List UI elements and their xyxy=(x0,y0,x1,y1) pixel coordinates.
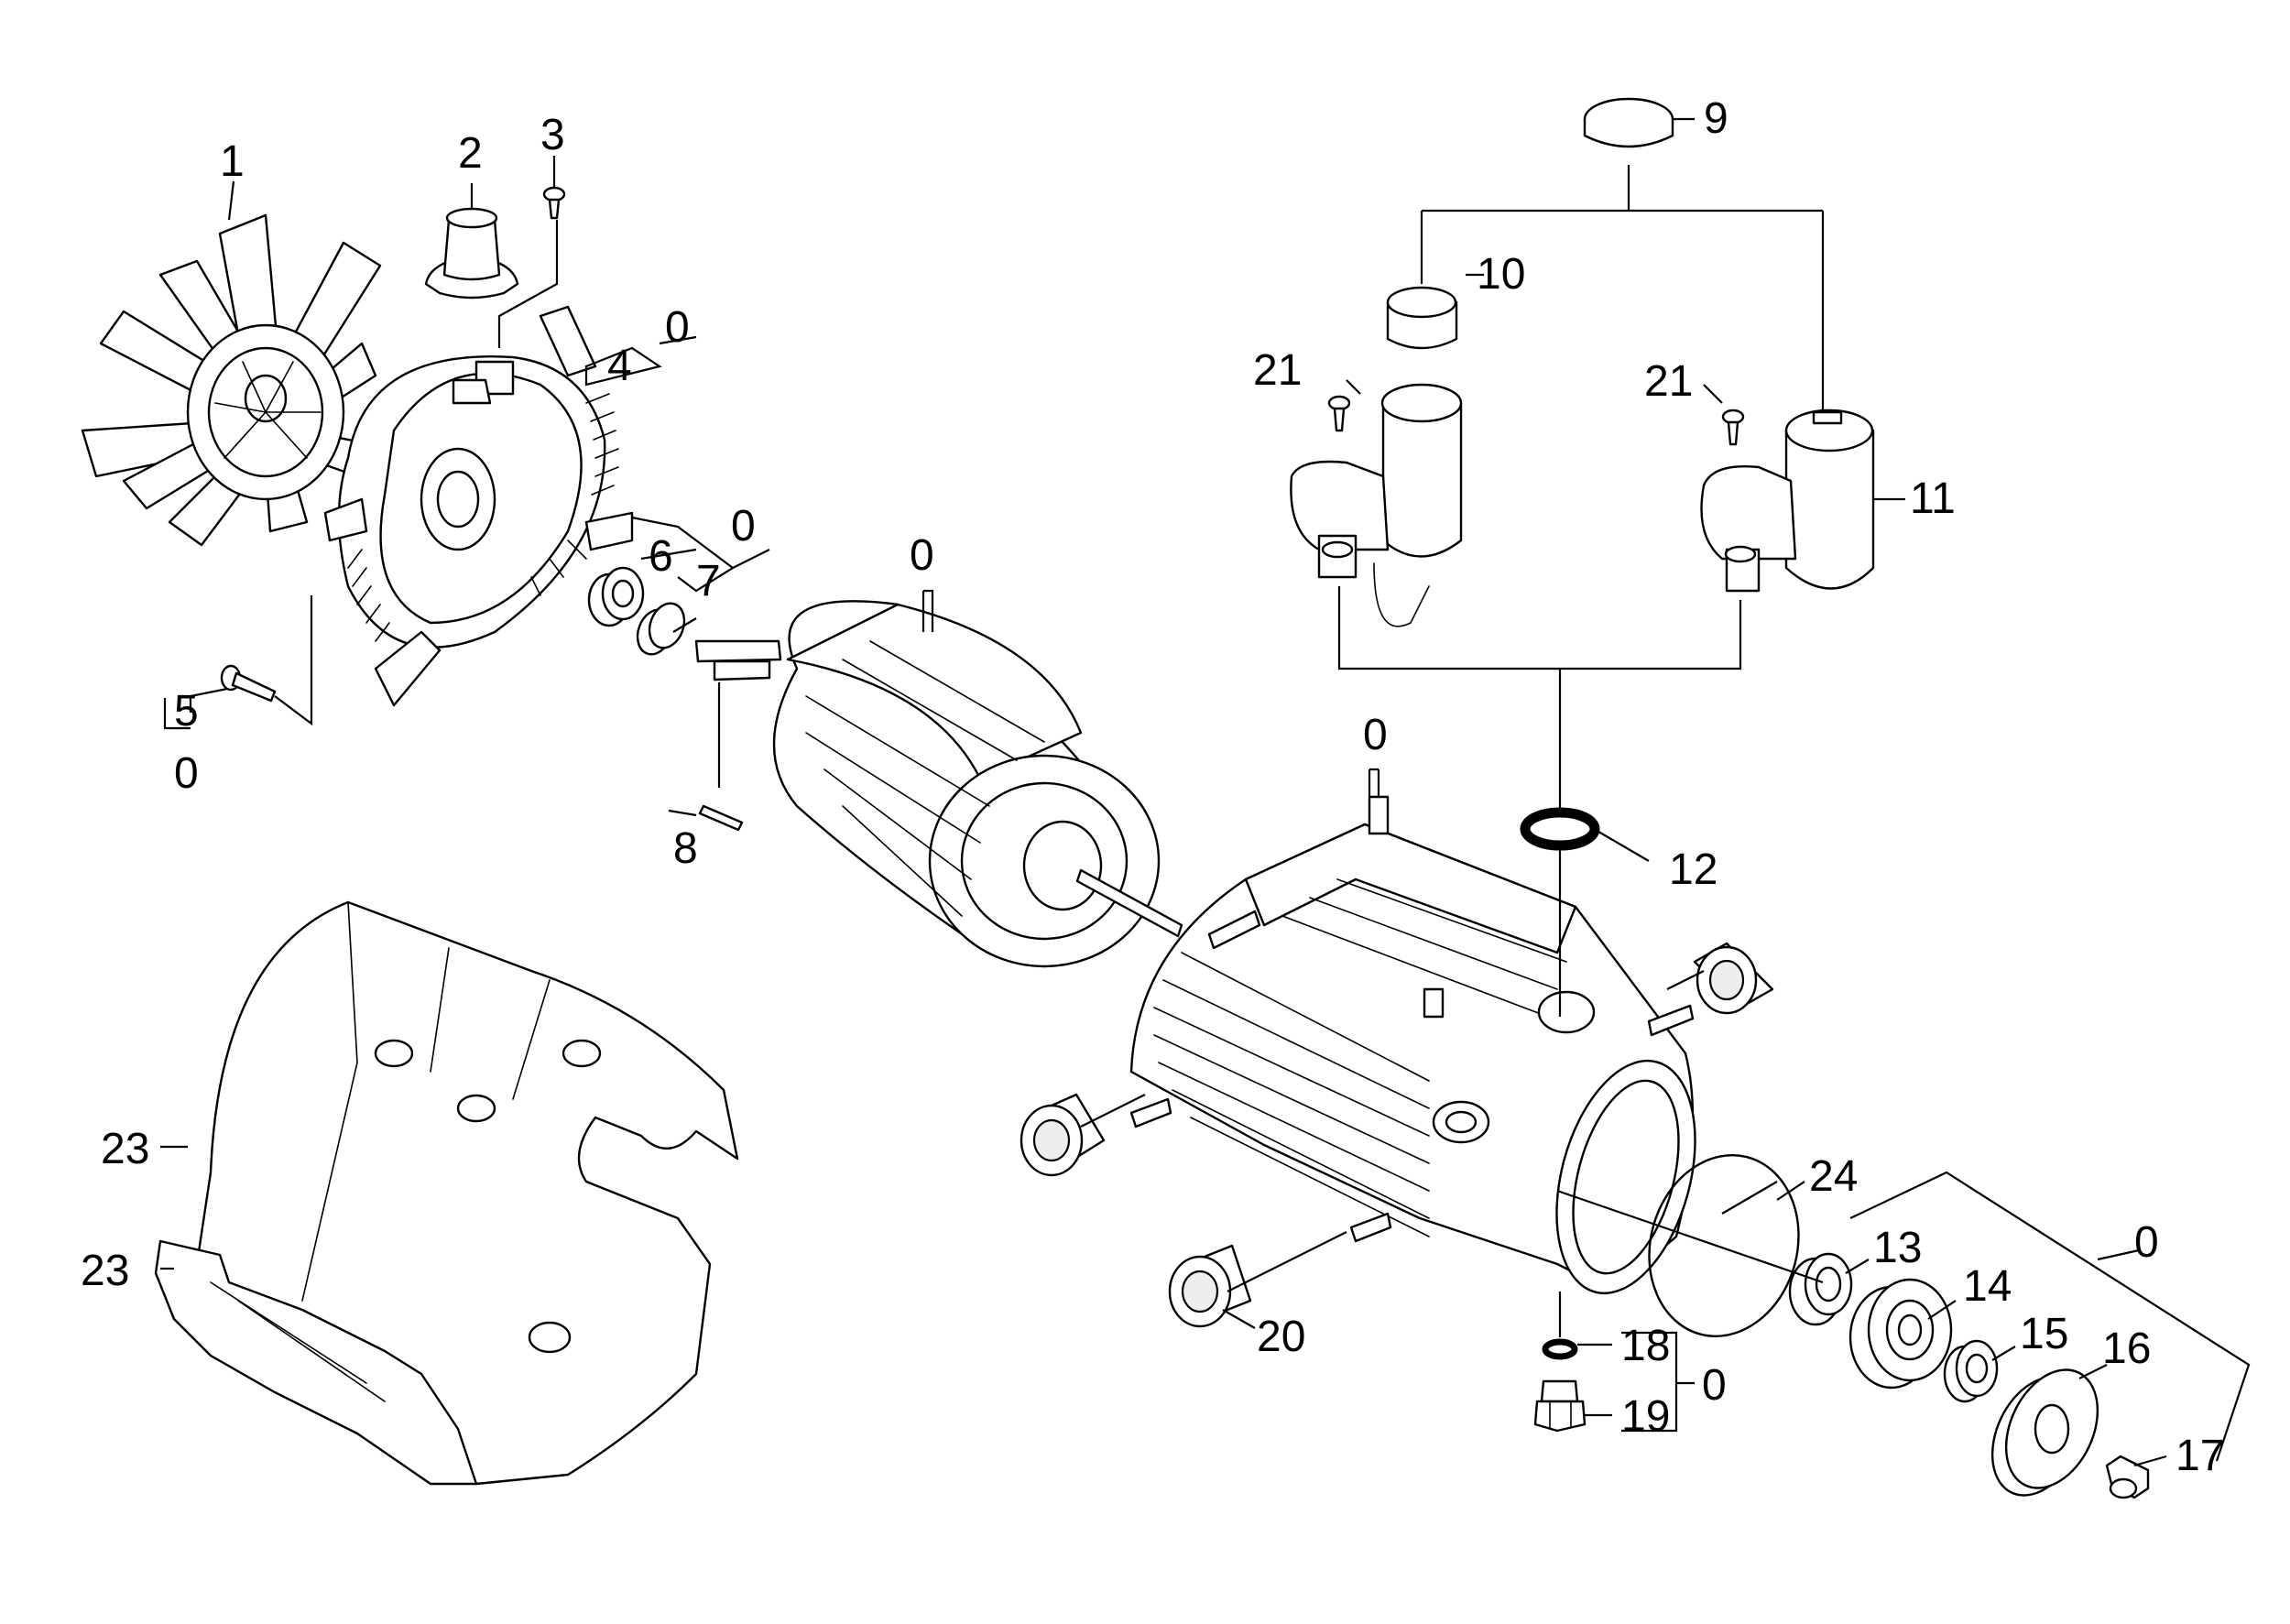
o-ring-part-12 xyxy=(1520,807,1600,851)
label-1: 1 xyxy=(220,137,245,186)
leader-lines xyxy=(160,117,2251,1467)
label-18: 18 xyxy=(1621,1322,1670,1370)
label-0-bearing: 0 xyxy=(2134,1218,2159,1267)
drain-plug-part-19 xyxy=(1533,1379,1587,1433)
o-ring-part-18 xyxy=(1542,1338,1578,1360)
flange-disc-part-16 xyxy=(1990,1368,2099,1497)
feather-key-part xyxy=(698,804,744,832)
gasket-part-24 xyxy=(1648,1154,1800,1337)
label-0-motor: 0 xyxy=(910,531,934,580)
ball-bearing-part-6 xyxy=(587,566,645,627)
label-4: 4 xyxy=(607,342,632,390)
retaining-ring-part xyxy=(636,602,686,656)
cover-shell-part-23-upper xyxy=(195,900,739,1486)
shaft-seal-part-13 xyxy=(1788,1252,1853,1326)
motor-stator-part xyxy=(694,600,1183,968)
label-0-group5: 0 xyxy=(174,749,199,798)
label-0-group18: 0 xyxy=(1702,1361,1727,1410)
label-19: 19 xyxy=(1621,1392,1670,1441)
label-23-upper: 23 xyxy=(101,1125,149,1173)
damper-part-20a xyxy=(1693,942,1774,1015)
label-0-housing: 0 xyxy=(1363,711,1388,759)
disc-cap-part xyxy=(1583,97,1674,148)
label-7: 7 xyxy=(696,557,721,605)
label-13: 13 xyxy=(1873,1224,1922,1272)
label-10: 10 xyxy=(1477,250,1525,299)
part-labels: 1 2 3 4 0 0 6 7 8 5 0 0 0 9 10 21 21 11 … xyxy=(81,94,2224,1480)
label-12: 12 xyxy=(1669,845,1718,894)
label-21-left: 21 xyxy=(1253,346,1302,395)
label-0-group4: 0 xyxy=(665,303,690,352)
label-11: 11 xyxy=(1910,474,1956,523)
label-23-lower: 23 xyxy=(81,1247,129,1295)
screw-part-3 xyxy=(542,186,566,220)
bearing-shield-part xyxy=(323,305,634,707)
label-6: 6 xyxy=(649,532,673,581)
label-9: 9 xyxy=(1704,94,1728,143)
screw-part-5 xyxy=(220,664,277,703)
screw-part-21-right xyxy=(1721,409,1745,446)
filter-insert-part xyxy=(1386,286,1458,350)
valve-housing-left-part xyxy=(1290,383,1463,627)
label-17: 17 xyxy=(2176,1432,2224,1480)
label-20: 20 xyxy=(1257,1313,1305,1361)
nut-part-17 xyxy=(2105,1455,2150,1499)
pump-housing-part xyxy=(1129,795,1696,1295)
label-2: 2 xyxy=(458,129,483,178)
damper-part-20b xyxy=(1020,1093,1106,1177)
damper-part-20c xyxy=(1168,1244,1252,1328)
label-14: 14 xyxy=(1963,1262,2012,1311)
cover-shell-part-23-lower xyxy=(154,1239,478,1486)
fan-impeller-part xyxy=(81,213,382,547)
label-15: 15 xyxy=(2020,1310,2068,1358)
label-3: 3 xyxy=(540,111,565,159)
label-5: 5 xyxy=(174,687,199,736)
ball-bearing-part-14 xyxy=(1848,1278,1953,1390)
plug-cap-part xyxy=(424,207,519,300)
valve-housing-right-part xyxy=(1700,409,1875,593)
label-0-group6: 0 xyxy=(731,502,756,550)
bushing-part-15 xyxy=(1943,1339,1999,1403)
screw-part-21-left xyxy=(1327,395,1351,432)
label-21-right: 21 xyxy=(1644,357,1693,406)
label-8: 8 xyxy=(673,824,698,873)
label-16: 16 xyxy=(2102,1324,2151,1373)
label-24: 24 xyxy=(1809,1152,1858,1201)
